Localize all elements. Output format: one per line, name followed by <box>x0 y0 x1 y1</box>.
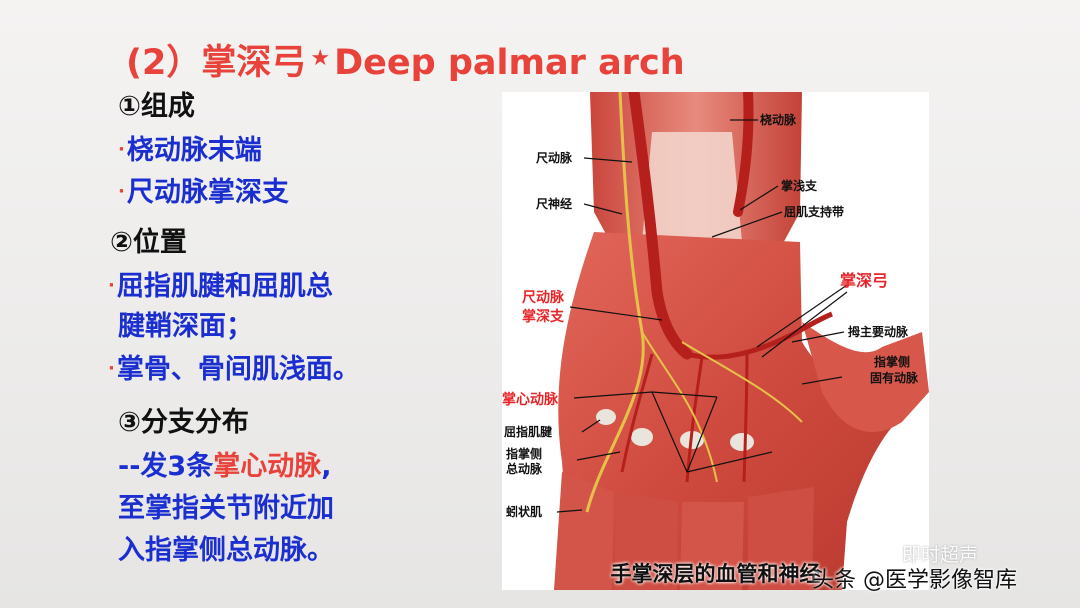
label-radial-artery: 桡动脉 <box>760 113 797 127</box>
bullet-icon: · <box>108 275 115 296</box>
label-proper-digital: 固有动脉 <box>870 371 919 385</box>
label-ulnar-artery: 尺动脉 <box>536 151 573 165</box>
watermark-source: 头条 @医学影像智库 <box>812 568 1017 593</box>
composition-item: ·尺动脉掌深支 <box>118 177 289 208</box>
label-superficial-palmar-branch: 掌浅支 <box>781 179 818 193</box>
label-flexor-tendon: 屈指肌腱 <box>504 425 553 439</box>
figure-caption: 手掌深层的血管和神经 <box>610 562 821 586</box>
composition-heading: ①组成 <box>118 91 195 122</box>
position-item-continued: 腱鞘深面； <box>118 311 253 342</box>
title-english: Deep palmar arch <box>334 43 685 83</box>
label-common-digital: 指掌侧 <box>506 447 543 461</box>
position-heading: ②位置 <box>110 227 187 258</box>
watermark-channel: 即时超声 <box>902 544 979 566</box>
label-proper-digital: 指掌侧 <box>874 355 911 369</box>
label-deep-palmar-arch: 掌深弓 <box>840 271 889 290</box>
bullet-icon: · <box>118 139 125 160</box>
star-icon: ★ <box>310 46 331 71</box>
branches-line-2: 至掌指关节附近加 <box>118 493 334 524</box>
label-palmar-metacarpal: 掌心动脉 <box>502 392 558 408</box>
label-lumbrical: 蚓状肌 <box>506 505 543 519</box>
label-common-digital: 总动脉 <box>506 462 543 476</box>
bullet-icon: · <box>108 358 115 379</box>
title-prefix: (2）掌深弓 <box>126 43 307 83</box>
bullet-icon: · <box>118 181 125 202</box>
wechat-icon <box>876 543 898 559</box>
label-ulnar-deep-branch: 尺动脉 <box>522 290 564 306</box>
highlight-term: 掌心动脉 <box>213 451 322 482</box>
position-item: ·掌骨、骨间肌浅面。 <box>108 354 360 385</box>
branches-line-1: --发3条掌心动脉, <box>118 451 332 482</box>
label-princeps-pollicis: 拇主要动脉 <box>848 325 909 339</box>
position-item: ·屈指肌腱和屈肌总 <box>108 271 333 302</box>
hand-illustration <box>554 92 929 590</box>
label-ulnar-deep-branch: 掌深支 <box>522 309 564 325</box>
slide-title: (2）掌深弓★Deep palmar arch <box>126 34 685 85</box>
anatomy-figure: 桡动脉 尺动脉 掌浅支 尺神经 屈肌支持带 掌深弓 尺动脉 掌深支 拇主要动脉 … <box>502 92 929 590</box>
label-flexor-retinaculum: 屈肌支持带 <box>784 205 845 219</box>
slide-text-column: (2）掌深弓★Deep palmar arch ①组成 ·桡动脉末端 ·尺动脉掌… <box>0 0 685 608</box>
branches-line-3: 入指掌侧总动脉。 <box>118 535 334 566</box>
branches-heading: ③分支分布 <box>118 407 249 438</box>
label-ulnar-nerve: 尺神经 <box>536 197 573 211</box>
composition-item: ·桡动脉末端 <box>118 135 262 166</box>
